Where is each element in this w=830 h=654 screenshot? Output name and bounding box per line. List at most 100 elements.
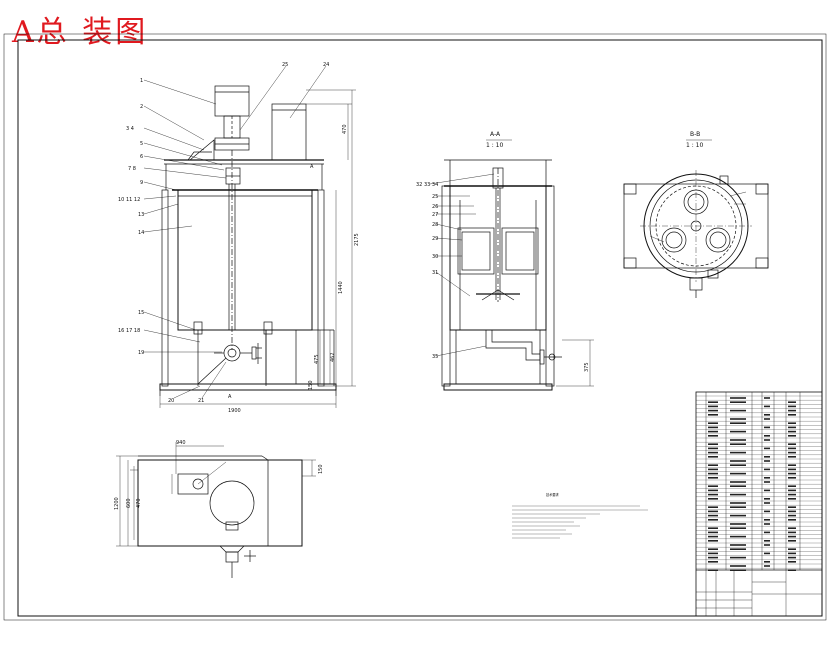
bom-text-bar (708, 540, 718, 542)
bom-text-bar (708, 489, 718, 492)
section-bb-title: B-B (690, 131, 700, 138)
part-label: 14 (138, 230, 144, 236)
bom-text-bar (764, 489, 770, 492)
bom-text-bar (788, 472, 796, 475)
bom-text-bar (764, 397, 770, 399)
bom-text-bar (764, 544, 770, 546)
bom-text-bar (764, 519, 770, 521)
section-mark: A (228, 394, 232, 400)
bom-text-bar (788, 447, 796, 450)
bom-text-bar (764, 468, 770, 471)
bom-text-bar (764, 565, 770, 567)
bom-text-bar (708, 426, 718, 429)
bom-text-bar (788, 535, 796, 538)
bom-text-bar (708, 409, 718, 412)
bom-text-bar (788, 569, 796, 571)
bom-text-bar (708, 561, 718, 563)
bom-text-bar (730, 502, 746, 504)
section-aa-labels: A-A 1 : 10 32 33 34 25 26 27 28 29 30 31… (416, 131, 590, 372)
part-label: 6 (140, 154, 143, 160)
bom-text-bar (708, 519, 718, 521)
part-label: 1 (140, 78, 143, 84)
bom-text-bar (764, 414, 770, 416)
part-label: 5 (140, 141, 143, 147)
bom-text-bar (764, 477, 770, 479)
bom-text-bar (730, 401, 746, 403)
bom-text-bar (730, 544, 746, 546)
motor (214, 85, 250, 117)
part-label: 30 (432, 254, 438, 260)
dimension: 940 (176, 440, 186, 446)
part-label: 28 (432, 222, 438, 228)
bom-text-bar (708, 498, 718, 500)
part-label: 9 (140, 180, 143, 186)
bom-text-bar (764, 510, 770, 513)
bom-text-bar (708, 527, 718, 529)
part-label: 19 (138, 350, 144, 356)
dimension: 150 (308, 380, 314, 390)
section-mark: A (310, 164, 314, 170)
bom-text-bar (708, 477, 718, 479)
part-label: 25 (432, 194, 438, 200)
sheet-border-inner (17, 39, 823, 617)
plan-view-labels: 940 150 600 470 1200 (114, 440, 324, 510)
bom-text-bar (708, 548, 718, 550)
section-bb-labels: B-B 1 : 10 (686, 131, 703, 149)
bom-text-bar (788, 443, 796, 445)
part-label: 16 17 18 (118, 328, 140, 334)
dimension: 470 (342, 124, 348, 134)
bom-text-bar (788, 435, 796, 437)
bom-text-bar (730, 556, 746, 559)
part-label: 15 (138, 310, 144, 316)
bom-text-bar (730, 409, 746, 412)
bom-text-bar (788, 451, 796, 454)
bom-text-bar (708, 569, 718, 571)
bom-text-bar (708, 510, 718, 513)
part-label: 2 (140, 104, 143, 110)
bom-text-bar (708, 401, 718, 403)
bom-text-bar (788, 548, 796, 550)
dimension: 600 (126, 498, 132, 508)
bom-text-bar (730, 397, 746, 399)
bom-text-bar (788, 514, 796, 517)
dimension: 1900 (228, 408, 241, 414)
bom-text-bar (788, 464, 796, 466)
part-label: 31 (432, 270, 438, 276)
bom-text-bar (708, 493, 718, 496)
part-label: 21 (198, 398, 204, 404)
bom-text-bar (730, 443, 746, 445)
bom-text-bar (730, 460, 746, 462)
bom-text-bar (730, 493, 746, 496)
part-label: 35 (432, 354, 438, 360)
bom-text-bar (730, 535, 746, 538)
drawing-title: A总 装图 (12, 15, 149, 50)
part-label: 32 33 34 (416, 182, 438, 188)
bom-text-bar (764, 439, 770, 441)
part-label: 10 11 12 (118, 197, 140, 203)
part-label: 20 (168, 398, 174, 404)
bom-text-bar (764, 523, 770, 525)
bom-text-bar (730, 514, 746, 517)
bom-text-bar (788, 510, 796, 513)
bom-text-bar (730, 418, 746, 420)
part-label: 13 (138, 212, 144, 218)
plan-vessel (209, 480, 255, 526)
bom-text-bar (730, 485, 746, 487)
bom-text-bar (708, 468, 718, 471)
section-bb (623, 139, 769, 298)
bom-text-bar (708, 506, 718, 508)
bom-text-bar (788, 485, 796, 487)
bom-text-bar (788, 498, 796, 500)
bom-text-bar (764, 418, 770, 420)
bom-text-bar (788, 401, 796, 403)
bom-text-bar (788, 422, 796, 424)
part-label: 27 (432, 212, 438, 218)
section-aa (429, 139, 594, 391)
bom-text-bar (788, 531, 796, 534)
plan-view (116, 442, 316, 578)
title-block (695, 391, 823, 617)
bom-text-bar (708, 414, 718, 416)
bom-text-bar (764, 405, 770, 408)
bom-text-bar (708, 451, 718, 454)
bom-text-bar (788, 540, 796, 542)
